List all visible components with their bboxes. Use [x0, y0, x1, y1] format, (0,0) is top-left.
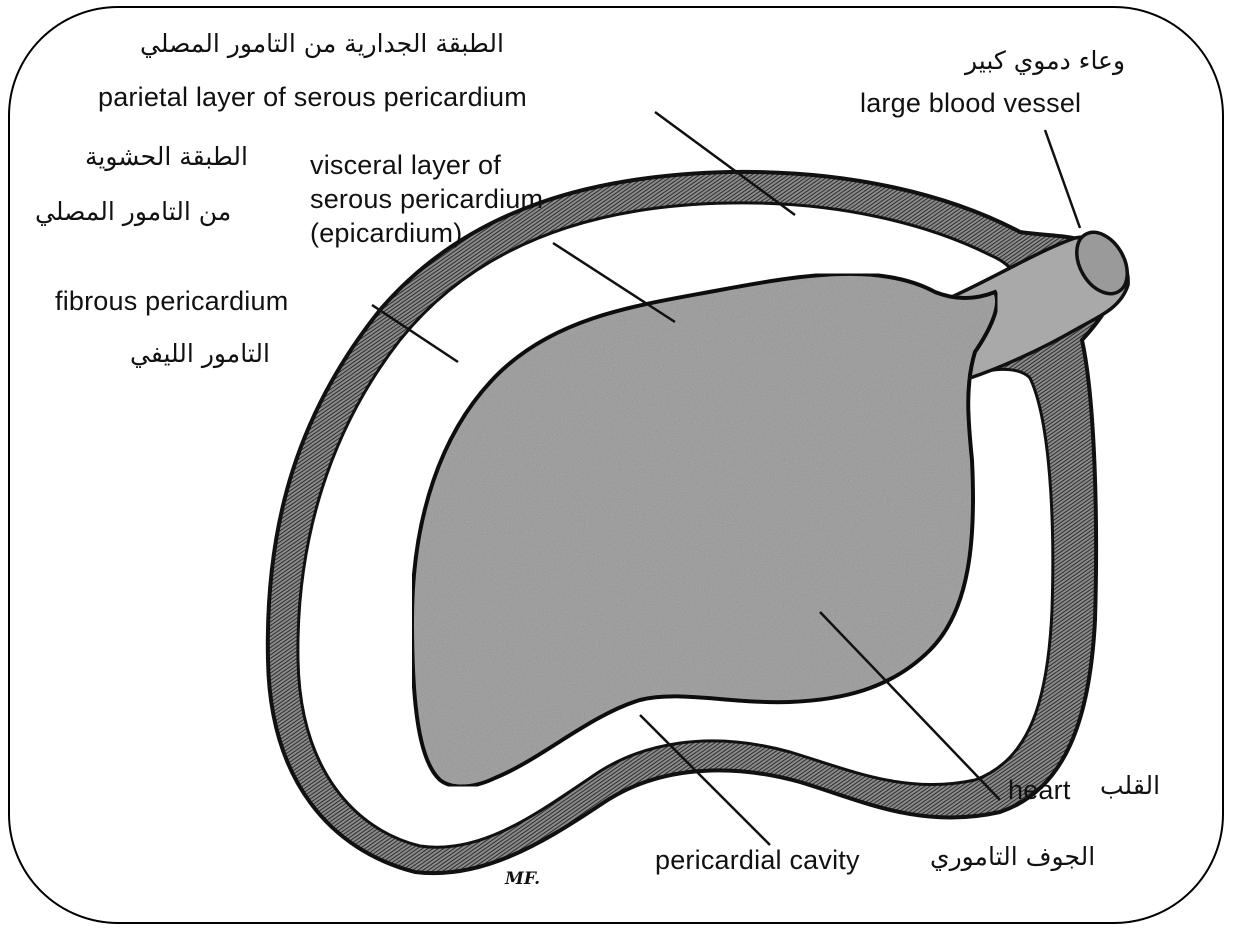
- parietal-label-en: parietal layer of serous pericardium: [98, 82, 527, 113]
- artist-signature: MF.: [505, 870, 540, 890]
- parietal-label-ar: الطبقة الجدارية من التامور المصلي: [140, 30, 504, 59]
- vessel-label-ar: وعاء دموي كبير: [965, 47, 1125, 76]
- fibrous-label-en: fibrous pericardium: [55, 286, 288, 317]
- cavity-label-en: pericardial cavity: [655, 845, 860, 876]
- cavity-label-ar: الجوف التاموري: [930, 843, 1095, 872]
- leader-vessel: [1045, 130, 1080, 228]
- heart-label-ar: القلب: [1100, 772, 1160, 801]
- visceral-label-en-line2: serous pericardium: [310, 184, 543, 215]
- visceral-label-en-line3: (epicardium): [310, 218, 462, 249]
- visceral-label-en-line1: visceral layer of: [310, 150, 501, 181]
- visceral-label-ar-line2: من التامور المصلي: [35, 198, 231, 227]
- heart-label-en: heart: [1008, 775, 1071, 806]
- vessel-label-en: large blood vessel: [860, 88, 1081, 119]
- fibrous-label-ar: التامور الليفي: [130, 340, 270, 369]
- visceral-label-ar-line1: الطبقة الحشوية: [85, 143, 248, 172]
